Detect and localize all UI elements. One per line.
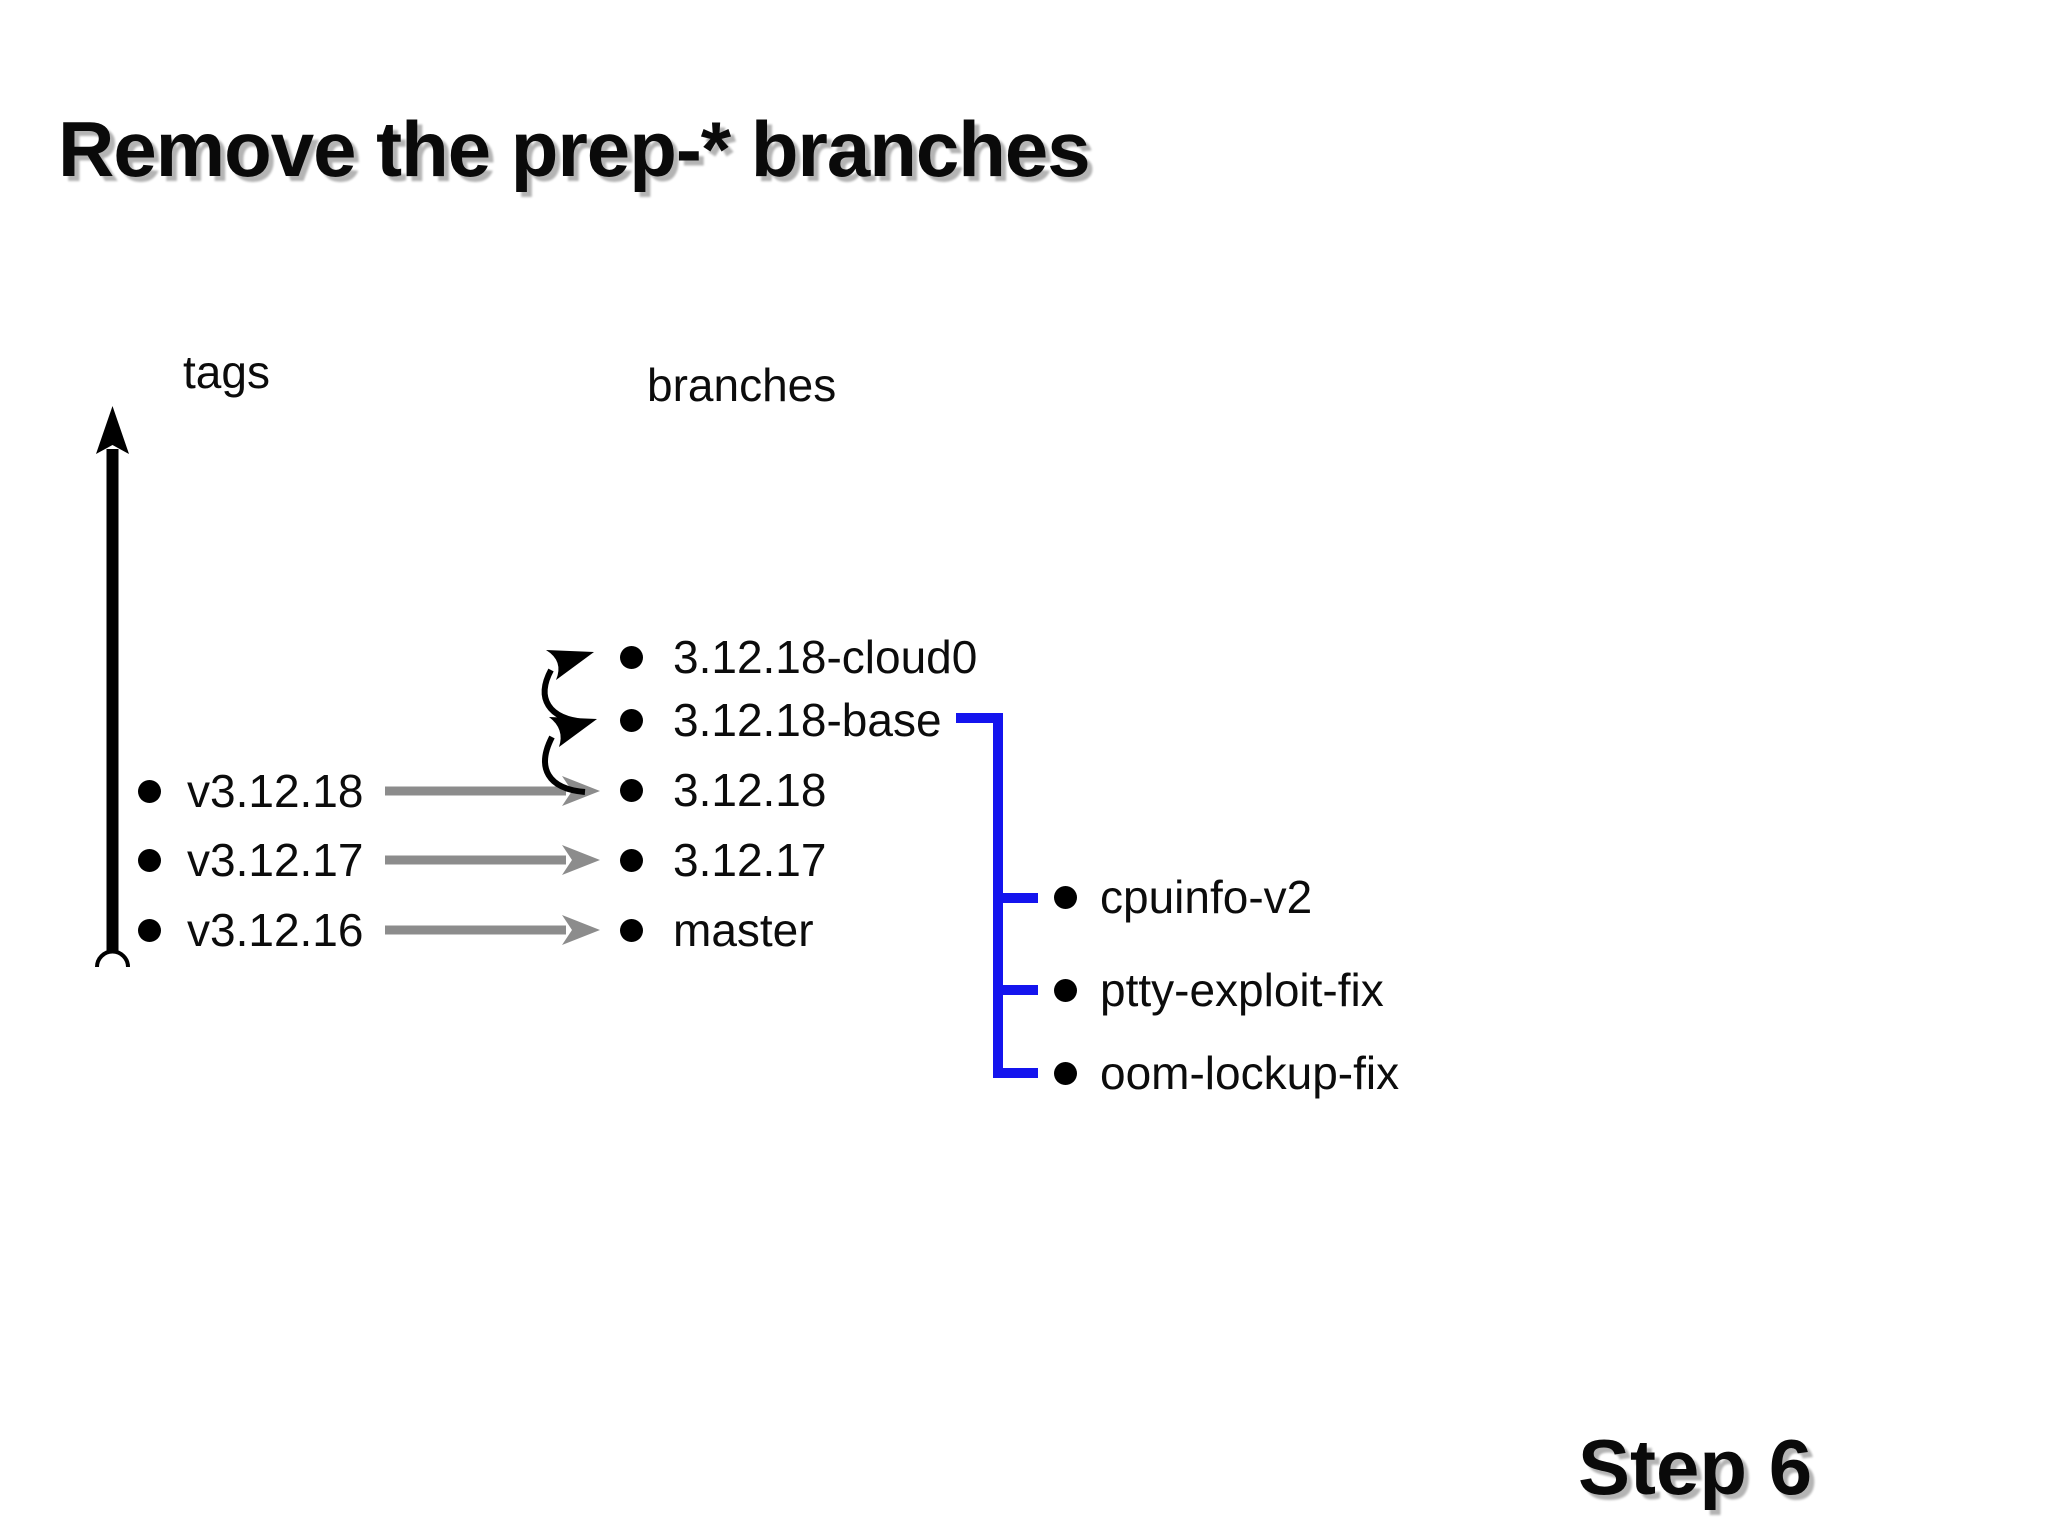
- commit-dot-icon: [620, 918, 643, 942]
- tags-column-header: tags: [183, 346, 270, 398]
- branch-label: master: [673, 904, 814, 956]
- branch-label: 3.12.18-base: [673, 694, 942, 746]
- branch-row-31218: 3.12.18: [620, 767, 826, 813]
- tag-label: v3.12.17: [187, 834, 364, 886]
- commit-dot-icon: [620, 645, 643, 669]
- tag-to-branch-arrows: [385, 776, 600, 945]
- commit-dot-icon: [138, 918, 161, 942]
- fix-branch-row-ptty-exploit-fix: ptty-exploit-fix: [1054, 967, 1384, 1013]
- tag-row-v31216: v3.12.16: [138, 907, 363, 953]
- branch-row-master: master: [620, 907, 814, 953]
- arrow-shaft: [385, 925, 566, 935]
- arrow-shaft: [385, 786, 566, 796]
- arrow-head-icon: [562, 915, 600, 945]
- fix-branch-label: ptty-exploit-fix: [1100, 964, 1384, 1016]
- arrow-v31217-to-31217: [385, 845, 600, 875]
- fix-branch-row-oom-lockup-fix: oom-lockup-fix: [1054, 1050, 1399, 1096]
- base-branch-bracket: [956, 713, 1038, 1078]
- arrow-base-to-cloud0: [541, 650, 594, 725]
- branch-label: 3.12.18-cloud0: [673, 631, 978, 683]
- timeline-end-cap: [95, 949, 130, 968]
- step-indicator: Step 6: [1578, 1423, 1813, 1511]
- commit-dot-icon: [1054, 1061, 1077, 1085]
- fix-branch-label: cpuinfo-v2: [1100, 871, 1313, 923]
- commit-dot-icon: [620, 778, 643, 802]
- curved-arrow-head-icon: [549, 717, 597, 747]
- commit-dot-icon: [620, 708, 643, 732]
- branch-row-31218-base: 3.12.18-base: [620, 697, 942, 743]
- tag-row-v31218: v3.12.18: [138, 768, 363, 814]
- fix-branch-row-cpuinfo-v2: cpuinfo-v2: [1054, 874, 1312, 920]
- arrow-v31216-to-master: [385, 915, 600, 945]
- timeline-arrowhead-icon: [96, 406, 129, 454]
- arrow-head-icon: [562, 845, 600, 875]
- branches-column-header: branches: [647, 359, 837, 411]
- commit-dot-icon: [1054, 885, 1077, 909]
- branch-label: 3.12.17: [673, 834, 827, 886]
- commit-dot-icon: [138, 779, 161, 803]
- tag-label: v3.12.16: [187, 904, 364, 956]
- curved-arrow-tail: [541, 668, 586, 725]
- arrow-31218-to-base: [542, 717, 597, 795]
- branch-label: 3.12.18: [673, 764, 827, 816]
- branch-row-31217: 3.12.17: [620, 837, 826, 883]
- timeline-arrow: [95, 406, 130, 968]
- commit-dot-icon: [1054, 978, 1077, 1002]
- arrow-shaft: [385, 855, 566, 865]
- commit-dot-icon: [620, 848, 643, 872]
- page-title: Remove the prep-* branches: [58, 105, 1091, 193]
- branch-row-31218-cloud0: 3.12.18-cloud0: [620, 634, 977, 680]
- tag-label: v3.12.18: [187, 765, 364, 817]
- curved-arrow-tail: [542, 735, 586, 795]
- curved-arrow-head-icon: [546, 650, 594, 680]
- curved-rebase-arrows: [541, 650, 597, 795]
- commit-dot-icon: [138, 848, 161, 872]
- fix-branch-label: oom-lockup-fix: [1100, 1047, 1400, 1099]
- tag-row-v31217: v3.12.17: [138, 837, 363, 883]
